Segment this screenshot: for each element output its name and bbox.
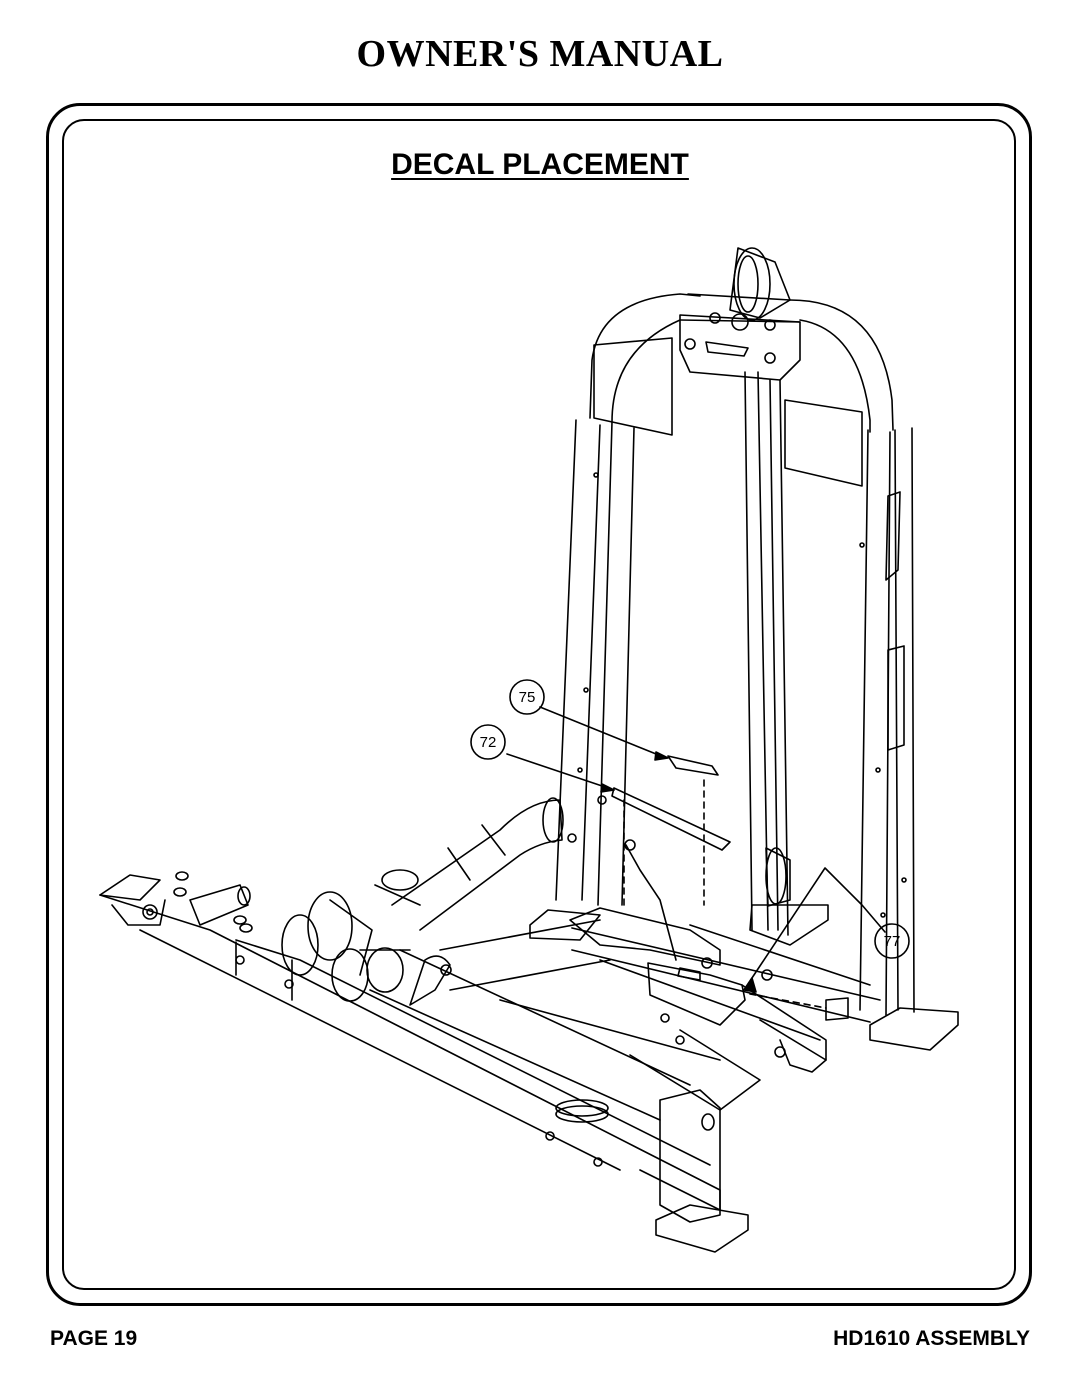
inner-frame [62, 119, 1016, 1290]
callout-77-bubble [874, 923, 910, 959]
callout-72-bubble [470, 724, 506, 760]
decal-77-plate [825, 997, 849, 1021]
top-arrow-label [705, 341, 749, 357]
section-title: DECAL PLACEMENT [391, 148, 689, 181]
outer-frame [46, 103, 1032, 1306]
page-header-title: OWNER'S MANUAL [356, 33, 724, 75]
left-side-plate [593, 337, 673, 436]
right-side-plate [784, 399, 863, 487]
callout-75-bubble [509, 679, 545, 715]
base-frame [99, 795, 959, 1253]
decal-75-shape [667, 755, 719, 776]
upright-frame [555, 247, 915, 1016]
callout-75-label: 75 [519, 689, 536, 706]
decal-callouts [506, 706, 886, 1009]
callout-72-label: 72 [480, 734, 497, 751]
callout-77-label: 77 [884, 933, 901, 950]
page-number: PAGE 19 [50, 1327, 138, 1350]
decal-72-shape [611, 787, 731, 851]
model-assembly-label: HD1610 ASSEMBLY [833, 1327, 1030, 1350]
